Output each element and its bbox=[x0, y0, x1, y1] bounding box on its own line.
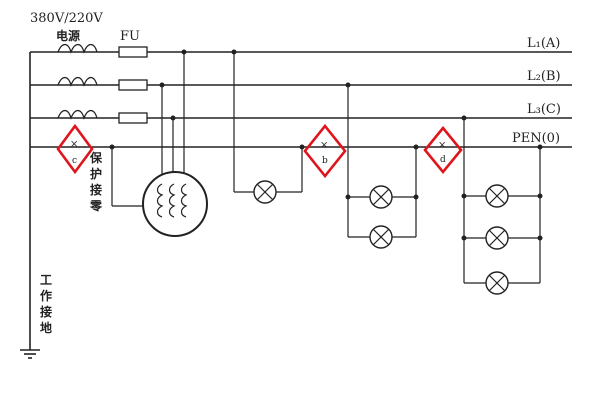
marker-c[interactable]: × c bbox=[56, 123, 94, 175]
bus-l1-label: L₁(A) bbox=[527, 36, 560, 51]
power-source-label: 电源 bbox=[56, 28, 80, 43]
lamp-group-1 bbox=[231, 49, 305, 204]
svg-text:b: b bbox=[322, 156, 328, 166]
lamp-icon bbox=[253, 180, 277, 204]
marker-d[interactable]: × d bbox=[423, 125, 463, 175]
fuse-label: FU bbox=[120, 29, 140, 44]
svg-text:护: 护 bbox=[90, 166, 102, 181]
svg-text:工: 工 bbox=[40, 273, 52, 287]
bus-l3-label: L₃(C) bbox=[527, 102, 561, 117]
svg-text:作: 作 bbox=[40, 288, 52, 303]
bus-pen-label: PEN(0) bbox=[512, 131, 560, 146]
svg-text:地: 地 bbox=[40, 320, 52, 335]
svg-text:接: 接 bbox=[90, 182, 102, 197]
working-grounding-label: 工 作 接 地 bbox=[40, 273, 52, 335]
marker-b[interactable]: × b bbox=[303, 123, 347, 179]
protective-zeroing-label: 保 护 接 零 bbox=[89, 150, 103, 213]
svg-text:保: 保 bbox=[89, 150, 103, 165]
ground-symbol bbox=[20, 349, 40, 359]
supply-voltage-label: 380V/220V bbox=[30, 11, 103, 26]
lamp-group-3 bbox=[461, 115, 543, 295]
lamp-icon bbox=[485, 271, 509, 295]
svg-text:×: × bbox=[70, 139, 78, 150]
lamp-icon bbox=[485, 226, 509, 250]
fuse-icons bbox=[118, 46, 148, 124]
svg-text:×: × bbox=[438, 140, 446, 151]
svg-text:c: c bbox=[72, 156, 77, 166]
svg-text:零: 零 bbox=[89, 199, 103, 213]
svg-text:×: × bbox=[320, 140, 328, 151]
lamp-icon bbox=[485, 184, 509, 208]
lamp-icon bbox=[369, 225, 393, 249]
motor-icon bbox=[142, 49, 208, 237]
bus-l2-label: L₂(B) bbox=[527, 69, 561, 84]
transformer-coils bbox=[57, 43, 98, 120]
lamp-group-2 bbox=[345, 82, 419, 249]
protective-zero-wire bbox=[109, 144, 143, 207]
svg-text:接: 接 bbox=[40, 304, 52, 319]
svg-text:d: d bbox=[440, 155, 446, 165]
lamp-icon bbox=[369, 185, 393, 209]
